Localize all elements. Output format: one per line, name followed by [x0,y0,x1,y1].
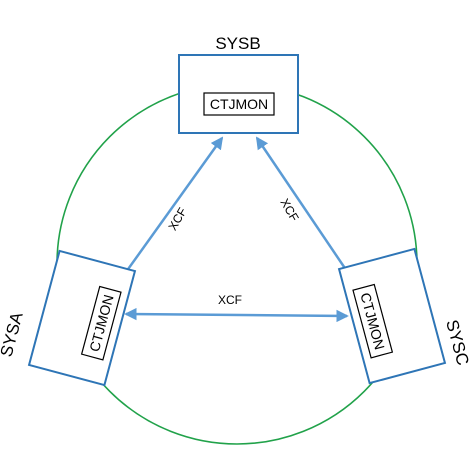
sysc-monitor-box [352,283,394,359]
sysc-box [337,247,447,385]
sysa-system: CTJMON [27,249,137,387]
sysc-system: CTJMON [337,247,447,385]
sysc-label: SYSC [442,318,472,368]
sysa-box [27,249,137,387]
sysb-monitor-label: CTJMON [210,96,268,112]
xcf-link-sysa-sysc [124,307,349,323]
sysa-label: SYSA [0,310,27,359]
xcf-label-sysa-sysc: XCF [218,293,242,307]
sysb-label: SYSB [215,34,260,53]
sysa-monitor-box [80,285,122,361]
xcf-link-sysa-sysb [114,136,224,288]
sysb-system: SYSB CTJMON [178,34,299,134]
xcf-link-sysb-sysc [255,136,363,294]
sysb-monitor-box [203,92,275,116]
xcf-label-sysa-sysb: XCF [165,205,189,233]
